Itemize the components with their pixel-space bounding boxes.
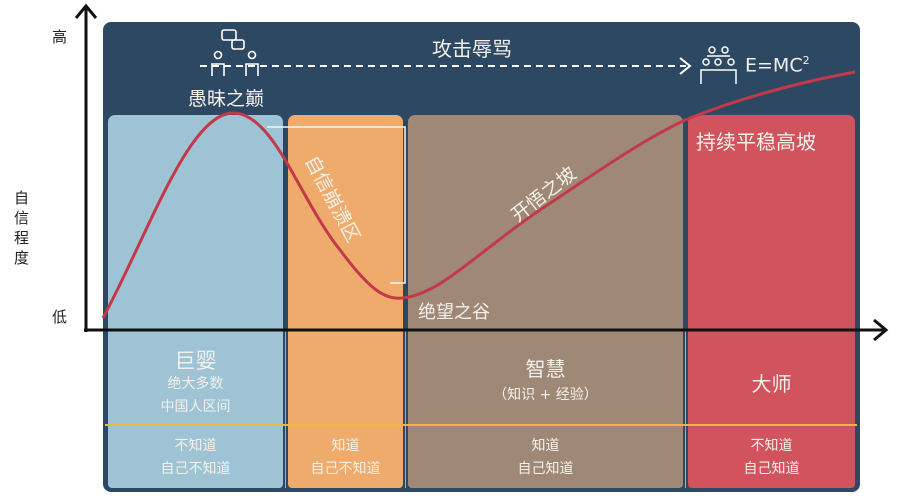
knowledge-line-2: 自己知道 <box>743 461 800 477</box>
giant-baby-sub1: 绝大多数 <box>167 376 224 392</box>
column-divider <box>685 330 686 488</box>
formula-label: E=MC2 <box>745 54 810 76</box>
knowledge-line-2: 自己不知道 <box>310 461 381 477</box>
giant-baby-sub2: 中国人区间 <box>160 399 231 415</box>
knowledge-line-1: 不知道 <box>174 438 217 454</box>
y-axis-arrow <box>74 3 98 19</box>
knowledge-line-2: 自己不知道 <box>160 461 231 477</box>
giant-baby-knowledge: 不知道自己不知道 <box>108 435 283 481</box>
knowledge-line-2: 自己知道 <box>517 461 574 477</box>
wisdom-knowledge: 知道自己知道 <box>408 435 683 481</box>
giant-baby-title: 巨婴 <box>174 349 217 373</box>
knowledge-line-1: 知道 <box>331 438 360 454</box>
master-knowledge: 不知道自己知道 <box>688 435 855 481</box>
formula-text: E=MC <box>745 54 803 77</box>
plateau-label: 持续平稳高坡 <box>696 130 816 154</box>
group-of-people-icon <box>700 46 737 84</box>
two-people-chatting-icon <box>211 29 259 76</box>
column-divider <box>405 330 406 488</box>
column-divider <box>285 330 286 488</box>
knowledge-line-1: 知道 <box>531 438 560 454</box>
master-title: 大师 <box>751 372 792 396</box>
peak-label: 愚昧之巅 <box>188 88 265 110</box>
x-axis-arrow <box>873 318 889 342</box>
formula-superscript: 2 <box>802 54 810 67</box>
y-axis-high-label: 高 <box>52 28 68 46</box>
wisdom-sub: （知识 + 经验） <box>493 387 598 403</box>
collapse-bracket <box>267 126 406 284</box>
valley-label: 绝望之谷 <box>418 302 490 323</box>
collapse-knowledge: 知道自己不知道 <box>288 435 403 481</box>
knowledge-line-1: 不知道 <box>750 438 793 454</box>
row-divider <box>105 424 857 426</box>
dashed-arrow-head <box>679 57 692 75</box>
attack-label: 攻击辱骂 <box>432 37 512 61</box>
wisdom-title: 智慧 <box>525 357 566 381</box>
confidence-curve <box>101 70 856 319</box>
y-axis-title: 自信程度 <box>14 189 30 267</box>
y-axis-low-label: 低 <box>52 308 68 326</box>
